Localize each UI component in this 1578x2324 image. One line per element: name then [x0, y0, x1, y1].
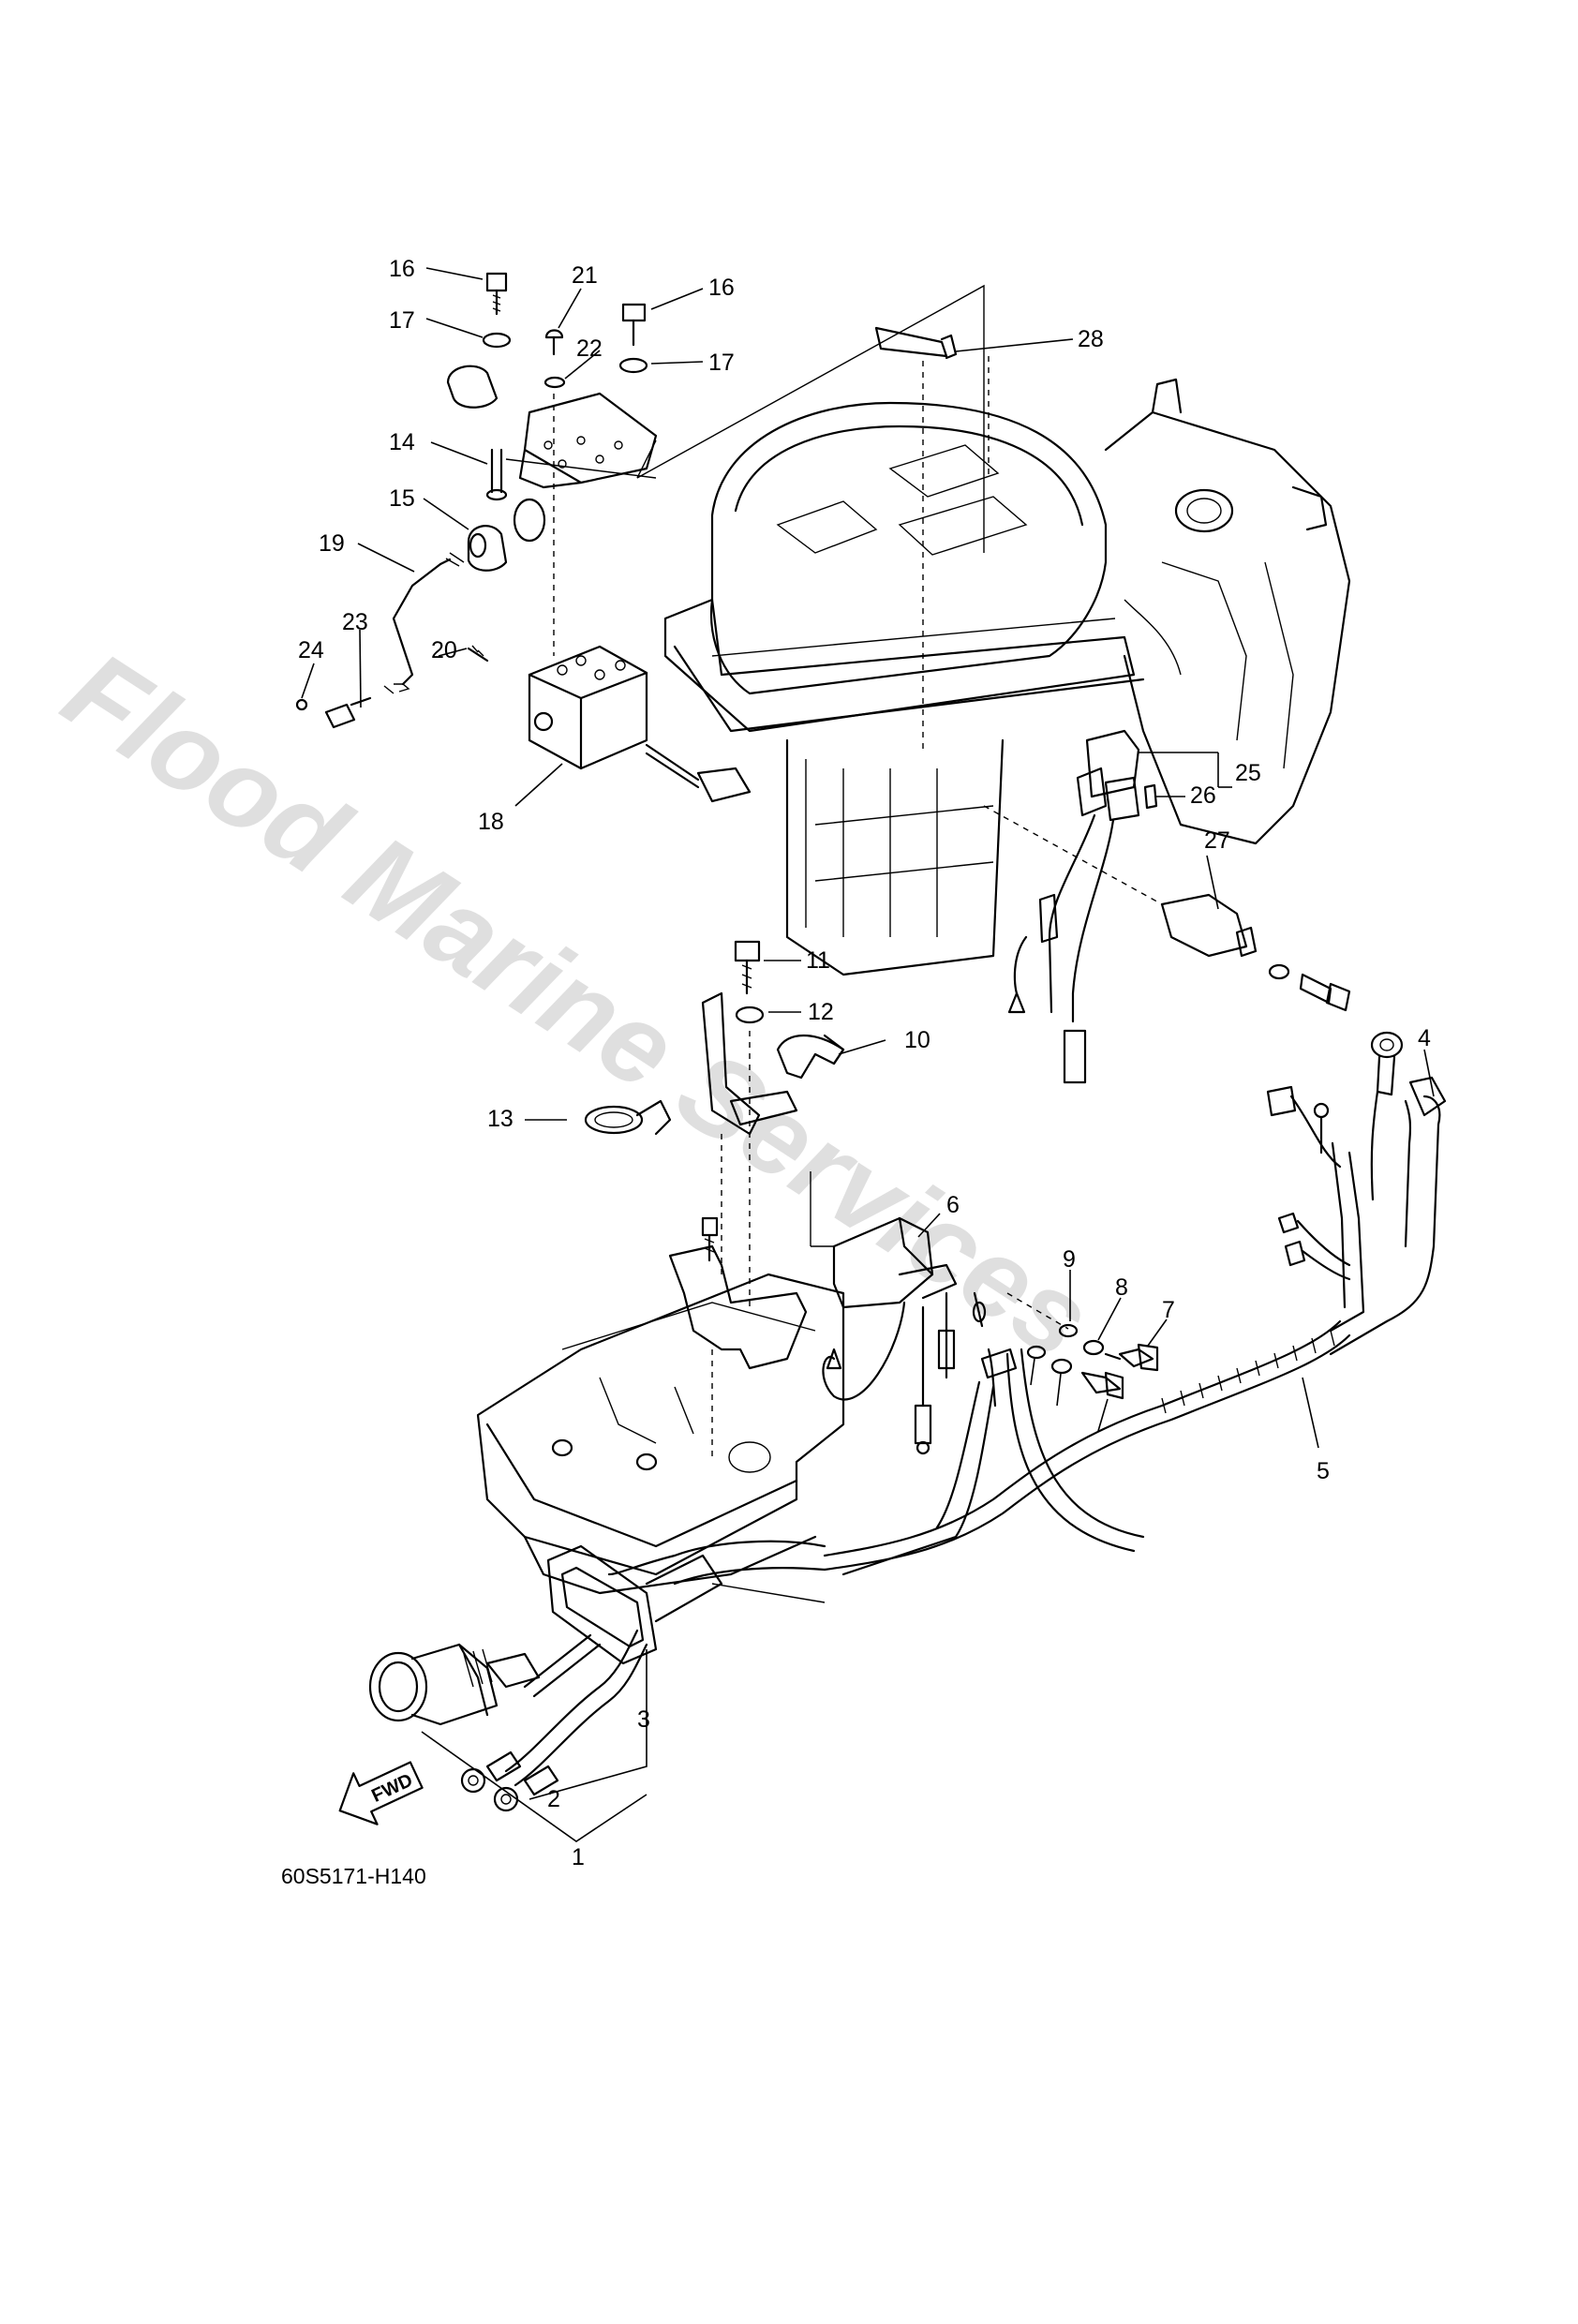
- callout-26: 26: [1190, 782, 1216, 809]
- mid-clamp-assembly: [584, 940, 845, 1312]
- right-mid-assembly: [983, 729, 1351, 1084]
- callout-11: 11: [806, 947, 830, 974]
- callout-8: 8: [1115, 1274, 1128, 1301]
- callout-2: 2: [547, 1786, 560, 1812]
- forward-direction-arrow: FWD: [338, 1761, 424, 1825]
- callout-16-left: 16: [389, 256, 415, 282]
- callout-17-right: 17: [708, 350, 735, 376]
- callout-1: 1: [572, 1844, 585, 1870]
- callout-leaders: [301, 267, 1435, 1449]
- callout-24: 24: [298, 637, 324, 663]
- callout-labels: 1 2 3 4 5 6 7 8 9 10 11 12 13 14 15 16 1…: [298, 256, 1431, 1870]
- callout-19: 19: [319, 530, 345, 557]
- callout-18: 18: [478, 809, 504, 835]
- callout-4: 4: [1418, 1025, 1431, 1051]
- callout-13: 13: [487, 1106, 514, 1132]
- callout-27: 27: [1204, 827, 1230, 854]
- bolts-7-8-9: [1006, 1292, 1159, 1400]
- callout-6: 6: [946, 1192, 960, 1218]
- callout-15: 15: [389, 485, 415, 512]
- wire-harness-4-5: [607, 1031, 1447, 1586]
- watermark-text: Flood Marine Services: [43, 627, 1112, 1382]
- callout-25: 25: [1235, 760, 1261, 786]
- callout-7: 7: [1162, 1297, 1175, 1323]
- callout-10: 10: [904, 1027, 930, 1053]
- lower-base: [476, 1216, 845, 1603]
- callout-22: 22: [576, 335, 603, 362]
- callout-5: 5: [1317, 1458, 1330, 1484]
- callout-14: 14: [389, 429, 415, 455]
- callout-12: 12: [808, 999, 834, 1025]
- engine-flywheel-cover: [636, 284, 1351, 976]
- callout-21: 21: [572, 262, 598, 289]
- part-6-rectifier: [810, 1171, 1018, 1455]
- callout-16-right: 16: [708, 275, 735, 301]
- diagram-part-code: 60S5171-H140: [281, 1864, 426, 1888]
- callout-17-left: 17: [389, 307, 415, 334]
- callout-3: 3: [637, 1706, 650, 1733]
- callout-9: 9: [1063, 1246, 1076, 1273]
- watermark: Flood Marine Services: [43, 627, 1112, 1382]
- callout-23: 23: [342, 609, 368, 635]
- plug-grommet-assembly: [368, 1544, 723, 1842]
- part-28-clip: [874, 326, 1074, 750]
- callout-20: 20: [431, 637, 457, 663]
- top-bracket-assembly: [295, 272, 752, 803]
- callout-28: 28: [1078, 326, 1104, 352]
